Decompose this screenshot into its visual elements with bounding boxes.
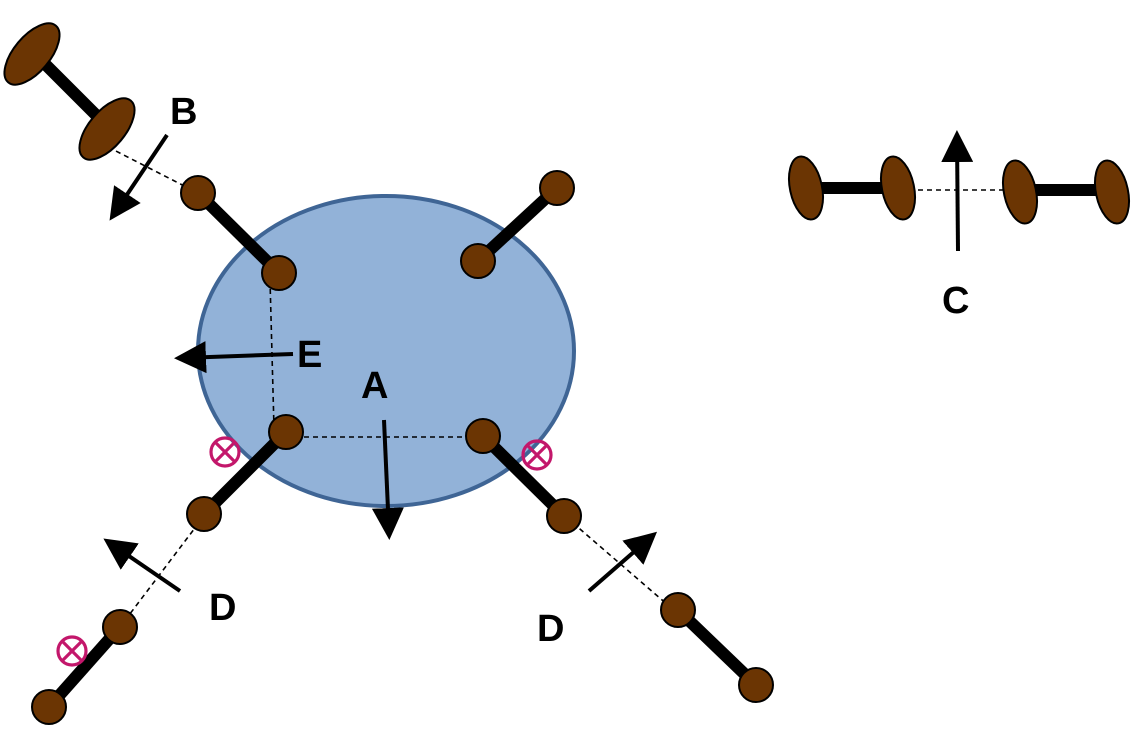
atom-d-left-outer bbox=[31, 689, 67, 725]
bond-lower-right bbox=[478, 431, 569, 521]
arrow-d-left bbox=[103, 538, 182, 593]
arrow-c bbox=[941, 130, 974, 252]
atom-b-outer bbox=[3, 22, 61, 86]
atom-upper-left-inner bbox=[261, 255, 297, 291]
atom-d-left-inner bbox=[102, 609, 138, 645]
atom-lower-left-inner bbox=[268, 414, 304, 450]
atom-d-right-outer bbox=[738, 667, 774, 703]
circled-x-icon bbox=[209, 436, 241, 468]
label-d-left: D bbox=[209, 587, 236, 629]
atom-b-inner bbox=[78, 97, 136, 161]
atom-c-2 bbox=[879, 155, 917, 221]
bonds bbox=[33, 52, 1110, 711]
label-b: B bbox=[170, 91, 197, 133]
label-e: E bbox=[297, 334, 322, 376]
arrow-e bbox=[174, 341, 294, 374]
label-d-right: D bbox=[537, 608, 564, 650]
bond-d-right-pair bbox=[673, 605, 761, 690]
atom-lower-right-outer bbox=[546, 498, 582, 534]
dashed-link-d-left bbox=[119, 515, 205, 628]
label-a: A bbox=[361, 365, 388, 407]
arrow-d-right bbox=[587, 531, 658, 593]
circled-x-icon bbox=[56, 635, 88, 667]
arrow-b bbox=[109, 133, 169, 221]
bond-lower-left bbox=[199, 427, 291, 519]
atom-c-4 bbox=[1093, 159, 1131, 225]
label-c: C bbox=[942, 280, 969, 322]
atom-d-right-inner bbox=[660, 592, 696, 628]
direction-arrows bbox=[103, 130, 974, 593]
atom-c-3 bbox=[1001, 159, 1039, 225]
atom-upper-left-outer bbox=[180, 175, 216, 211]
bond-upper-left bbox=[193, 188, 284, 278]
atom-c-1 bbox=[787, 155, 825, 221]
bond-b-pair bbox=[33, 52, 111, 130]
atom-upper-right-inner bbox=[460, 243, 496, 279]
arrow-a bbox=[371, 419, 404, 540]
atom-upper-right-outer bbox=[539, 170, 575, 206]
atoms bbox=[3, 22, 1131, 725]
atom-lower-right-inner bbox=[465, 418, 501, 454]
atom-lower-left-outer bbox=[186, 496, 222, 532]
circled-x-icon bbox=[521, 439, 553, 471]
